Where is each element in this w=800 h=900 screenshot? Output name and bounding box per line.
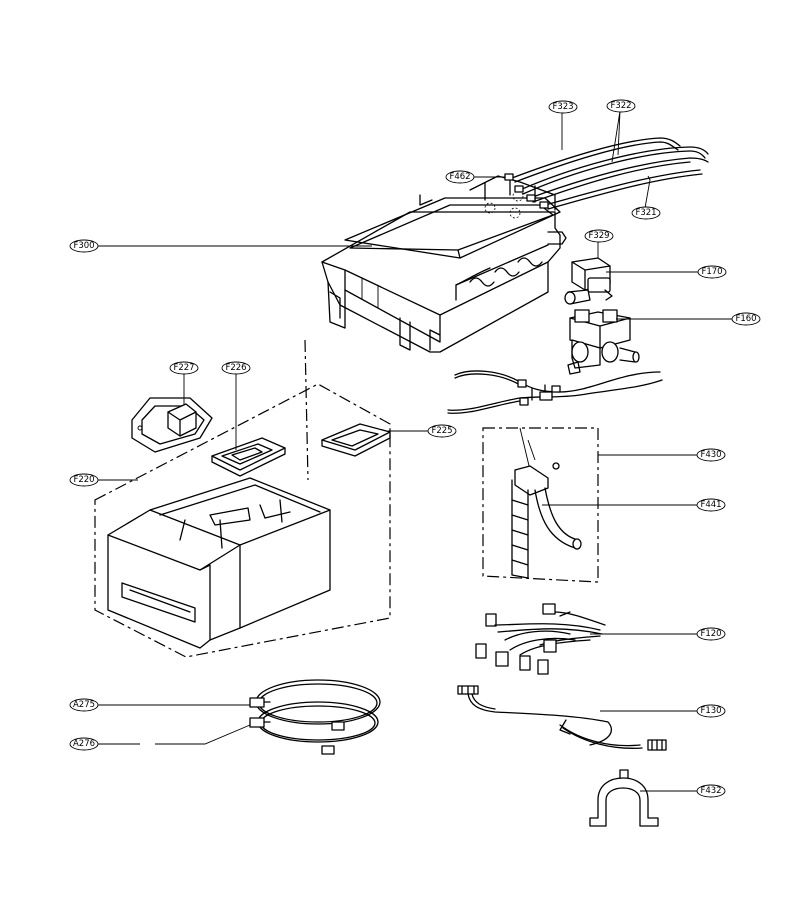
callout-label: F441 — [700, 500, 721, 510]
callout-label: F160 — [735, 314, 756, 324]
callout-F220: F220 — [69, 473, 99, 487]
double-water-valve-part — [567, 309, 640, 375]
softener-cap-part — [131, 397, 213, 453]
callout-F226: F226 — [221, 361, 251, 375]
callout-label: F120 — [700, 629, 721, 639]
hose-clip-part — [589, 769, 659, 827]
callout-label: A275 — [73, 700, 95, 710]
callout-A275: A275 — [69, 698, 99, 712]
callout-label: F329 — [588, 231, 609, 241]
callout-F300: F300 — [69, 239, 99, 253]
callout-F227: F227 — [169, 361, 199, 375]
callout-F432: F432 — [696, 784, 726, 798]
callout-label: A276 — [73, 739, 95, 749]
callout-F130: F130 — [696, 704, 726, 718]
callout-label: F323 — [552, 102, 573, 112]
dispenser-housing-part — [321, 175, 567, 353]
connector-cables-part — [249, 679, 381, 755]
callout-label: F432 — [700, 786, 721, 796]
detergent-drawer-part — [94, 339, 391, 658]
callout-label: F321 — [635, 208, 656, 218]
callout-label: F226 — [225, 363, 246, 373]
callout-label: F225 — [431, 426, 452, 436]
wire-harness-2-part — [457, 685, 667, 751]
wire-harness-part — [475, 603, 606, 675]
callout-label: F462 — [449, 172, 470, 182]
callout-label: F227 — [173, 363, 194, 373]
callout-label: F170 — [701, 267, 722, 277]
callout-F323: F323 — [548, 100, 578, 114]
callout-label: F430 — [700, 450, 721, 460]
callout-F321: F321 — [631, 206, 661, 220]
callout-F462: F462 — [445, 170, 475, 184]
callout-A276: A276 — [69, 737, 99, 751]
callout-label: F322 — [610, 101, 631, 111]
callout-F441: F441 — [696, 498, 726, 512]
callout-label: F300 — [73, 241, 94, 251]
callout-F322: F322 — [606, 99, 636, 113]
inlet-tubes-part — [447, 370, 663, 414]
bleach-insert-part — [211, 437, 286, 477]
callout-label: F130 — [700, 706, 721, 716]
callout-F430: F430 — [696, 448, 726, 462]
callout-label: F220 — [73, 475, 94, 485]
drain-hose-assembly-part — [482, 427, 599, 583]
hoses-part — [504, 137, 709, 210]
callout-F170: F170 — [697, 265, 727, 279]
callout-F160: F160 — [731, 312, 761, 326]
single-water-valve-part — [564, 257, 613, 305]
detergent-insert-part — [321, 423, 391, 457]
callout-F120: F120 — [696, 627, 726, 641]
leader-lines — [96, 110, 732, 792]
callout-F225: F225 — [427, 424, 457, 438]
callout-F329: F329 — [584, 229, 614, 243]
